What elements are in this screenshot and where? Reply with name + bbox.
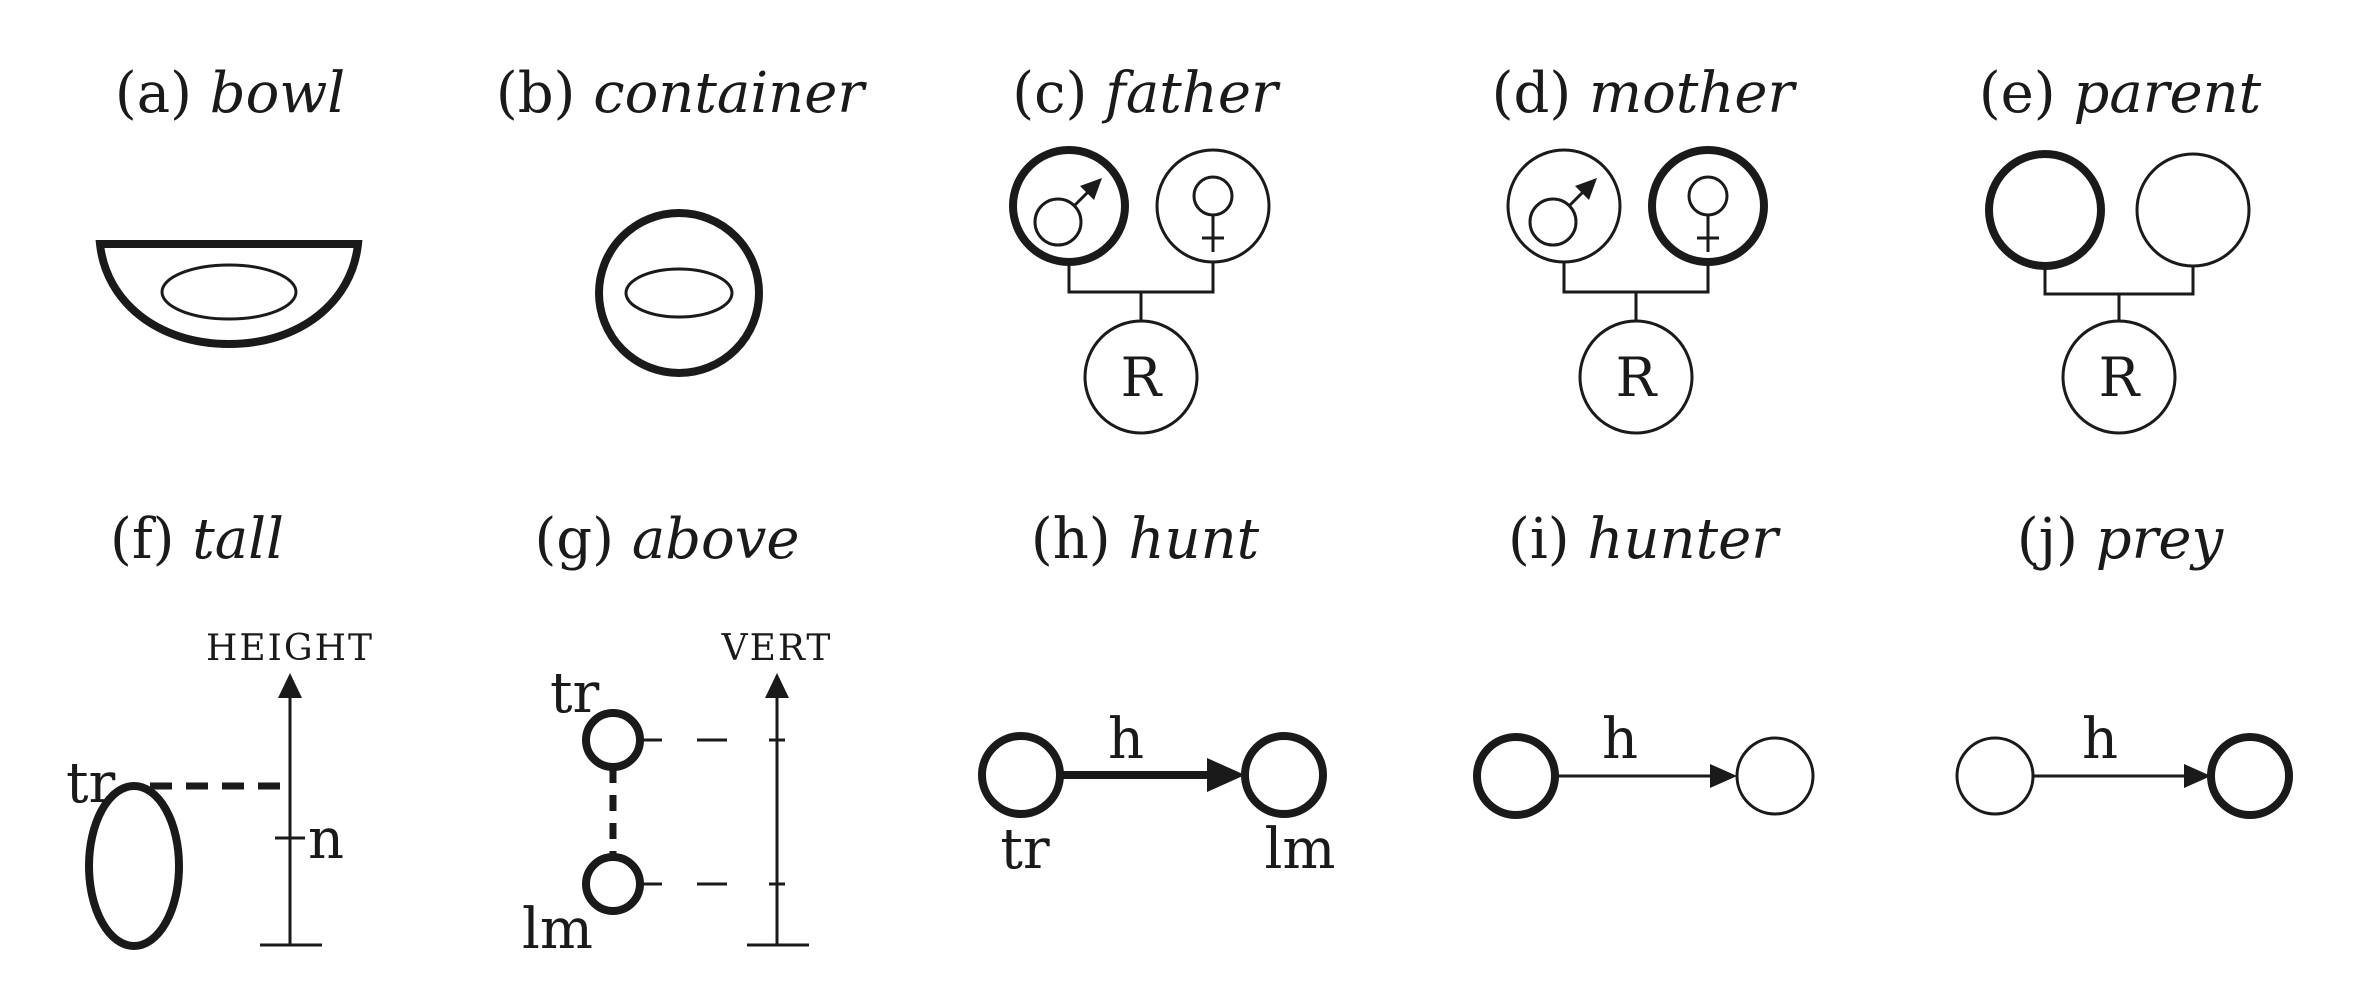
patient-node bbox=[2207, 733, 2293, 819]
trajector-label: tr bbox=[550, 661, 600, 726]
referent-label: R bbox=[1121, 346, 1163, 409]
container-shape bbox=[595, 209, 763, 377]
parent-diagram: R bbox=[1985, 150, 2251, 435]
patient-node bbox=[1735, 736, 1815, 816]
norm-label: n bbox=[308, 807, 344, 872]
trajector-node bbox=[85, 782, 183, 950]
height-axis-label: HEIGHT bbox=[206, 628, 374, 669]
trajector-label: tr bbox=[1000, 817, 1050, 882]
landmark-label: lm bbox=[1264, 817, 1335, 882]
above-diagram: VERT tr lm bbox=[522, 628, 833, 962]
vertical-axis-label: VERT bbox=[721, 628, 833, 669]
trajector-label: tr bbox=[66, 751, 116, 816]
panel-e-title: (e) parent bbox=[1979, 61, 2262, 126]
referent-node bbox=[1083, 319, 1199, 435]
landmark-node bbox=[582, 853, 644, 915]
parent-node-1 bbox=[1985, 150, 2105, 270]
prey-diagram: h bbox=[1955, 707, 2293, 819]
tall-diagram: HEIGHT n tr bbox=[66, 628, 374, 950]
hunt-relation-label: h bbox=[1108, 707, 1144, 772]
father-node bbox=[1009, 146, 1129, 266]
panel-b-title: (b) container bbox=[496, 61, 868, 126]
panel-h-title: (h) hunt bbox=[1031, 507, 1260, 572]
panel-d-title: (d) mother bbox=[1492, 61, 1798, 126]
hunter-diagram: h bbox=[1473, 707, 1815, 819]
referent-node bbox=[2061, 319, 2177, 435]
referent-node bbox=[1578, 319, 1694, 435]
panel-f-title: (f) tall bbox=[110, 507, 284, 572]
parent-node-2 bbox=[2135, 152, 2251, 268]
panel-g-title: (g) above bbox=[534, 507, 799, 572]
mother-diagram: R bbox=[1506, 146, 1768, 435]
referent-label: R bbox=[2099, 346, 2141, 409]
hunt-relation-label: h bbox=[2082, 707, 2118, 772]
agent-node bbox=[1473, 733, 1559, 819]
panel-i-title: (i) hunter bbox=[1508, 507, 1781, 572]
hunt-relation-label: h bbox=[1602, 707, 1638, 772]
panel-a-title: (a) bowl bbox=[115, 61, 345, 126]
father-diagram: R bbox=[1009, 146, 1271, 435]
agent-node bbox=[1955, 736, 2035, 816]
panel-c-title: (c) father bbox=[1012, 61, 1281, 126]
hunt-diagram: h tr lm bbox=[978, 707, 1336, 882]
landmark-label: lm bbox=[522, 897, 593, 962]
panel-j-title: (j) prey bbox=[2017, 507, 2225, 572]
father-node bbox=[1506, 148, 1622, 264]
bowl-shape bbox=[95, 240, 363, 349]
landmark-node bbox=[1241, 732, 1327, 818]
trajector-node bbox=[978, 732, 1064, 818]
referent-label: R bbox=[1616, 346, 1658, 409]
